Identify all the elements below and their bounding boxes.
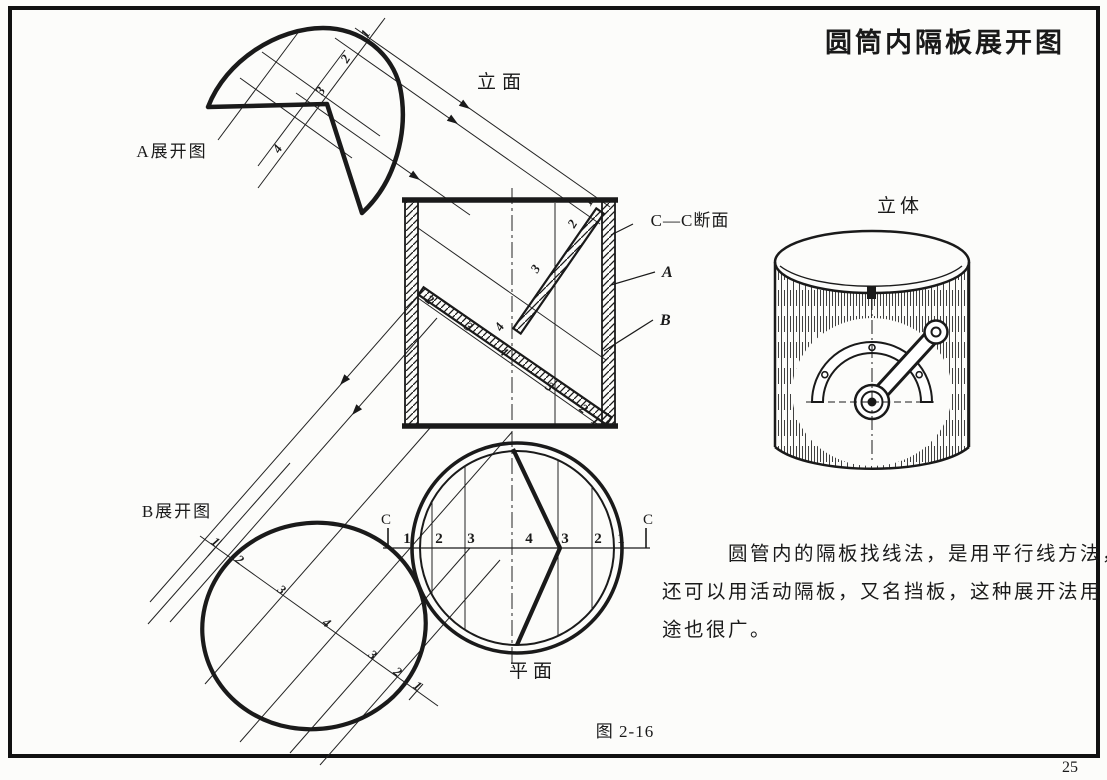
- section-c-right-label: C: [643, 512, 653, 528]
- development-a-label: A展开图: [136, 142, 207, 161]
- leader-line: [610, 271, 656, 286]
- plan-numbers: 1 2 3 4 3 2 1: [403, 531, 625, 547]
- body-text-line-2: 还可以用活动隔板，又名挡板，这种展开法用: [662, 581, 1102, 603]
- grid-line: [257, 49, 346, 167]
- body-text-line-1: 圆管内的隔板找线法，是用平行线方法，: [728, 543, 1107, 565]
- partition-plate-a: [511, 206, 606, 336]
- grid-line: [239, 77, 353, 159]
- cylinder-top-opening: [773, 229, 971, 295]
- lever-handle-ring: [923, 319, 949, 345]
- cylinder-wall-right-section: [601, 198, 616, 428]
- body-text-line-3: 途也很广。: [662, 619, 772, 641]
- plan-number: 3: [561, 531, 569, 547]
- pictorial-view: [773, 229, 971, 470]
- plate-a-ref-label: A: [661, 264, 673, 281]
- grid-line: [261, 51, 381, 137]
- elevation-view: 1 2 3 4 2 3 4 3 2 1: [402, 188, 618, 668]
- development-b-axis: [199, 535, 439, 707]
- projection-ray: [417, 297, 601, 427]
- leader-line: [603, 319, 654, 352]
- cylinder-bottom-edge: [774, 446, 970, 470]
- plan-number: 3: [467, 531, 475, 547]
- plan-number: 2: [594, 531, 602, 547]
- development-a-numbers: 1 2 3 4: [269, 27, 374, 156]
- dev-b-number: 3: [365, 646, 381, 663]
- ray-arrowheads-a: [408, 99, 470, 180]
- plate-a-number: 4: [491, 319, 508, 334]
- cylinder-wall-left-section: [404, 198, 419, 428]
- arc-hole: [915, 370, 924, 379]
- leader-line: [610, 223, 634, 236]
- projection-rays-a: [295, 27, 611, 427]
- page-title: 圆筒内隔板展开图: [825, 27, 1065, 58]
- ray-arrowheads-b: [340, 374, 363, 415]
- projection-ray: [334, 37, 601, 225]
- plate-a-number: 1: [580, 195, 596, 208]
- elevation-label: 立面: [477, 71, 527, 93]
- plate-b-ref-label: B: [659, 312, 671, 329]
- partition-edge-plan: [511, 448, 563, 646]
- dev-b-number: 3: [274, 581, 290, 598]
- rim-clamp: [867, 286, 876, 299]
- figure-labels: 圆筒内隔板展开图 立面 A展开图 B展开图 C—C断面 立体 平面 图 2-16…: [136, 27, 1107, 776]
- plate-a-number: 2: [564, 216, 581, 231]
- arrowhead: [352, 404, 363, 415]
- development-b-outline: [200, 520, 428, 732]
- arrowhead: [340, 374, 351, 385]
- development-a-view: 1 2 3 4: [205, 17, 405, 216]
- plan-view: C C 1 2 3 4 3 2 1: [381, 441, 653, 655]
- plan-label: 平面: [509, 661, 557, 682]
- projection-ray: [289, 547, 471, 754]
- partition-plate-b: [416, 285, 614, 427]
- plate-a-number: 3: [527, 261, 544, 276]
- development-b-label: B展开图: [142, 502, 212, 521]
- pictorial-label: 立体: [877, 195, 923, 217]
- projection-ray: [204, 427, 431, 685]
- plan-number: 4: [525, 531, 533, 547]
- grid-line: [217, 29, 301, 141]
- projection-ray: [354, 27, 611, 208]
- projection-ray: [149, 292, 422, 603]
- plate-a-numbers: 1 2 3 4: [491, 195, 597, 334]
- development-a-outline: [205, 25, 405, 216]
- axis-tick: [207, 539, 223, 557]
- projection-rays-b: [147, 292, 513, 766]
- arrowhead: [408, 170, 420, 180]
- dev-a-number: 3: [312, 83, 329, 98]
- section-callouts: A A B: [603, 223, 673, 352]
- projection-ray: [417, 227, 607, 361]
- axis-tick: [408, 683, 424, 701]
- page-border: [8, 6, 1100, 758]
- projection-ray: [319, 559, 501, 766]
- arrowhead: [458, 99, 470, 109]
- projection-ray: [295, 92, 471, 216]
- lever-handle-hole: [930, 326, 942, 338]
- projection-ray: [169, 317, 438, 623]
- figure-caption: 图 2-16: [596, 722, 654, 741]
- arc-hole: [820, 370, 829, 379]
- page-number: 25: [1062, 759, 1078, 776]
- plan-number: 1: [617, 531, 625, 547]
- projection-ray: [239, 431, 513, 743]
- plan-number: 2: [435, 531, 443, 547]
- arrowhead: [446, 114, 458, 124]
- section-c-left-label: C: [381, 512, 391, 528]
- plan-number: 1: [403, 531, 411, 547]
- section-cc-label: C—C断面: [651, 211, 730, 230]
